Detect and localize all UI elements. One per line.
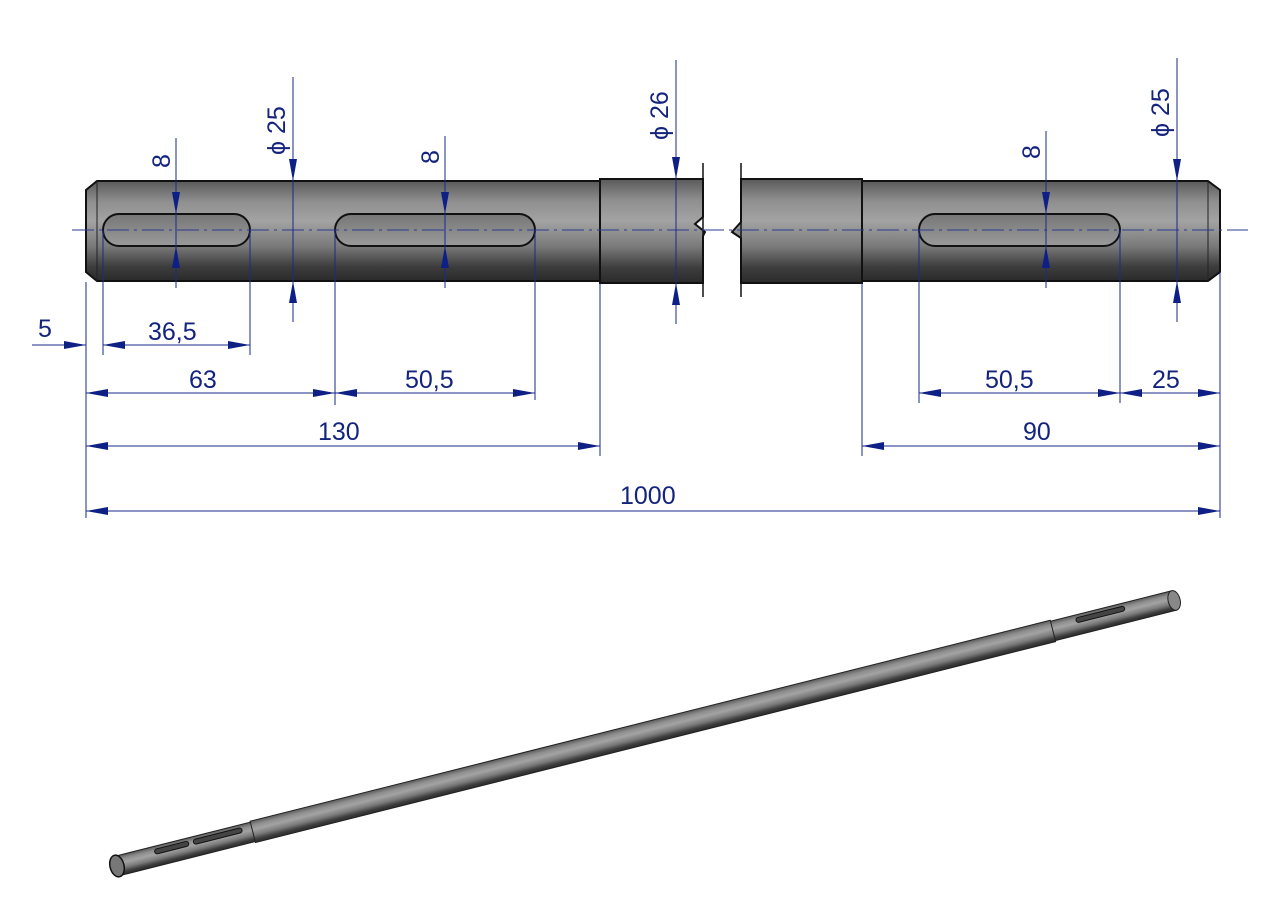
dim-slot2-offset: 63 xyxy=(189,366,217,394)
dim-step-right: 90 xyxy=(1023,418,1051,446)
dim-slot3-offset: 25 xyxy=(1152,366,1180,394)
dim-slot1-width: 8 xyxy=(148,154,176,168)
dim-step-left: 130 xyxy=(318,418,360,446)
shaft-center-section-right xyxy=(730,178,863,284)
dim-slot2-length: 50,5 xyxy=(405,366,454,394)
dim-slot3-length: 50,5 xyxy=(985,366,1034,394)
shaft-side-view xyxy=(72,163,1248,297)
dimension-arrows xyxy=(64,157,1220,515)
shaft-isometric-view xyxy=(108,590,1181,878)
dim-total-length: 1000 xyxy=(620,482,676,510)
dim-chamfer: 5 xyxy=(38,315,52,343)
extension-lines xyxy=(32,58,1221,518)
dim-slot3-width: 8 xyxy=(1018,145,1046,159)
dim-slot2-width: 8 xyxy=(417,150,445,164)
dim-slot1-length: 36,5 xyxy=(148,318,197,346)
dim-diameter-center: ϕ 26 xyxy=(646,91,674,140)
dim-diameter-left: ϕ 25 xyxy=(263,106,291,155)
dimension-labels: 5 36,5 63 50,5 130 1000 50,5 25 90 8 8 8… xyxy=(38,88,1180,510)
shaft-end-face xyxy=(108,854,126,878)
shaft-center-section-left xyxy=(599,178,707,284)
dim-diameter-right: ϕ 25 xyxy=(1147,88,1175,137)
